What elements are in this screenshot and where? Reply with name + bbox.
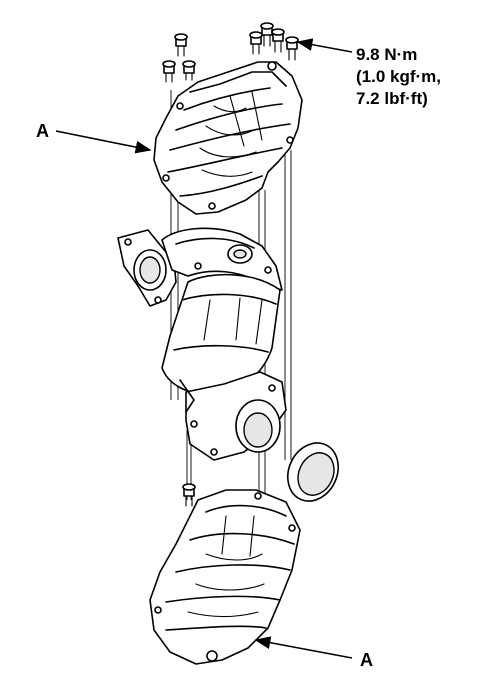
torque-callout: 9.8 N·m (1.0 kgf·m, 7.2 lbf·ft) <box>296 38 441 108</box>
bolt-icon <box>182 483 196 507</box>
lower-heat-shield <box>149 489 301 665</box>
gasket-ring <box>287 442 339 502</box>
label-a-upper: A <box>36 121 49 141</box>
label-a-lower: A <box>360 650 373 670</box>
arrow-icon <box>254 636 353 659</box>
upper-bolt-group <box>162 22 299 83</box>
upper-heat-shield <box>153 61 303 215</box>
callout-a-lower: A <box>254 636 373 670</box>
torque-lbf: 7.2 lbf·ft) <box>356 89 428 108</box>
bolt-icon <box>285 36 299 61</box>
bolt-icon <box>271 28 285 53</box>
bolt-icon <box>249 31 263 55</box>
bolt-icon <box>260 22 274 47</box>
torque-kgf: (1.0 kgf·m, <box>356 67 441 86</box>
arrow-icon <box>296 38 353 53</box>
callout-a-upper: A <box>36 121 152 154</box>
arrow-icon <box>55 130 152 154</box>
bolt-icon <box>182 60 196 81</box>
torque-value: 9.8 N·m <box>356 45 417 64</box>
bolt-icon <box>162 60 176 83</box>
bolt-icon <box>174 33 188 57</box>
manifold-converter <box>117 227 287 461</box>
